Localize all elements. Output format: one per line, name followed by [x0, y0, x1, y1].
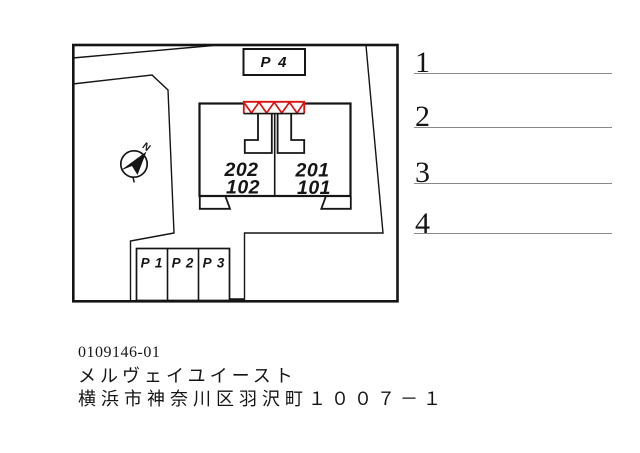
- note-line-2: [414, 126, 612, 128]
- staircase-icon: [242, 100, 306, 115]
- parking-space-p4: P 4: [242, 48, 306, 76]
- staircase-zigzag: [243, 100, 305, 115]
- note-line-1: [414, 73, 612, 74]
- parking-label-p2: P 2: [172, 256, 195, 271]
- building-name: メルヴェイユイースト: [78, 366, 297, 386]
- unit-label-202: 202: [223, 159, 258, 181]
- note-number-3: 3: [415, 156, 430, 189]
- note-number-4: 4: [415, 206, 430, 240]
- note-number-2: 2: [415, 100, 430, 133]
- parking-label-p1: P 1: [141, 256, 164, 271]
- boundary-line-top-left: [72, 44, 214, 59]
- parking-label-p4: P 4: [261, 54, 289, 71]
- entrance-step-right: [276, 113, 306, 154]
- boundary-line-right: [243, 45, 384, 300]
- parking-stalls-outline: [135, 247, 231, 302]
- parking-label-p3: P 3: [203, 256, 226, 271]
- listing-id: 0109146-01: [78, 344, 161, 361]
- unit-label-102: 102: [226, 177, 260, 199]
- note-number-1: 1: [415, 46, 430, 79]
- parking-stalls: P 1 P 2 P 3: [135, 247, 231, 302]
- parking-p4-outline: [242, 48, 306, 76]
- compass-tail: [132, 176, 135, 183]
- entrance-steps: [243, 113, 306, 154]
- north-arrow-needle: [120, 151, 147, 175]
- building-porch-right: [320, 196, 352, 210]
- property-address: 横浜市神奈川区羽沢町１００７－１: [78, 389, 446, 409]
- boundary-line-left: [72, 74, 175, 301]
- building-porch-left: [198, 196, 232, 210]
- entrance-step-left: [243, 113, 273, 154]
- staircase-strip: [243, 101, 305, 114]
- note-line-3: [414, 183, 612, 184]
- note-line-4: [414, 233, 612, 234]
- building: 202 102 201 101: [198, 100, 352, 210]
- unit-label-201: 201: [294, 160, 329, 182]
- unit-label-101: 101: [297, 177, 331, 199]
- compass-icon: N: [119, 141, 152, 183]
